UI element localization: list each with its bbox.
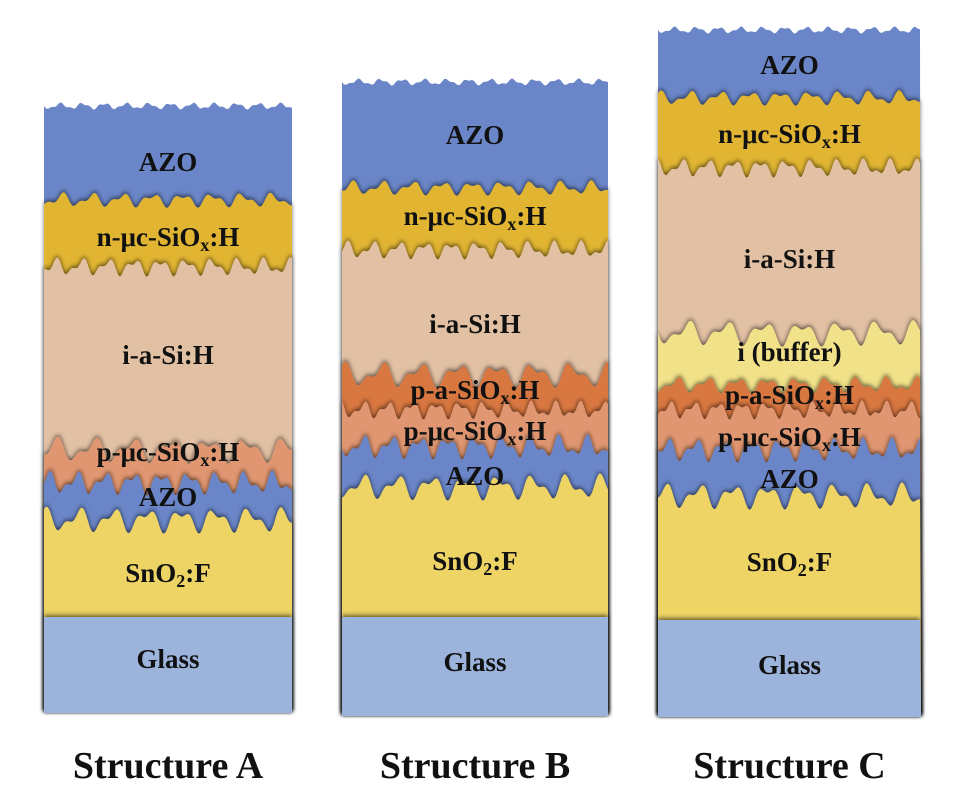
label-sno2: SnO2:F [747,547,833,580]
structure-a: AZO n-μc-SiOx:H i-a-Si:H p-μc-SiOx:H AZO SnO2… [44,102,292,787]
label-azo-top: AZO [446,120,505,150]
structure-caption: Structure B [380,745,570,787]
label-n: n-μc-SiOx:H [97,222,240,255]
label-p-uc: p-μc-SiOx:H [97,437,240,470]
layer-glass [44,617,292,713]
label-sno2: SnO2:F [432,546,518,579]
label-glass: Glass [443,647,506,677]
label-glass: Glass [758,650,821,680]
label-azo-bot: AZO [446,461,505,491]
layer-glass [658,620,921,717]
label-azo-top: AZO [760,50,819,80]
layer-glass [342,617,608,716]
label-p-a: p-a-SiOx:H [725,380,854,413]
label-p-a: p-a-SiOx:H [410,375,539,408]
structure-caption: Structure A [73,745,264,787]
label-i: i-a-Si:H [429,309,521,339]
structure-c: AZO n-μc-SiOx:H i-a-Si:H i (buffer) p-a-SiOx… [658,26,921,787]
label-azo-bot: AZO [139,482,198,512]
label-sno2: SnO2:F [125,558,211,591]
label-azo-top: AZO [139,147,198,177]
label-azo-bot: AZO [760,464,819,494]
label-n: n-μc-SiOx:H [404,201,547,234]
structure-b: AZO n-μc-SiOx:H i-a-Si:H p-a-SiOx:H p-μc-SiO… [342,78,608,787]
label-i: i-a-Si:H [744,244,836,274]
label-n: n-μc-SiOx:H [718,119,861,152]
label-p-uc: p-μc-SiOx:H [718,422,861,455]
structure-caption: Structure C [693,745,885,787]
label-buffer: i (buffer) [737,337,841,367]
label-p-uc: p-μc-SiOx:H [404,416,547,449]
label-i: i-a-Si:H [122,340,214,370]
label-glass: Glass [136,644,199,674]
